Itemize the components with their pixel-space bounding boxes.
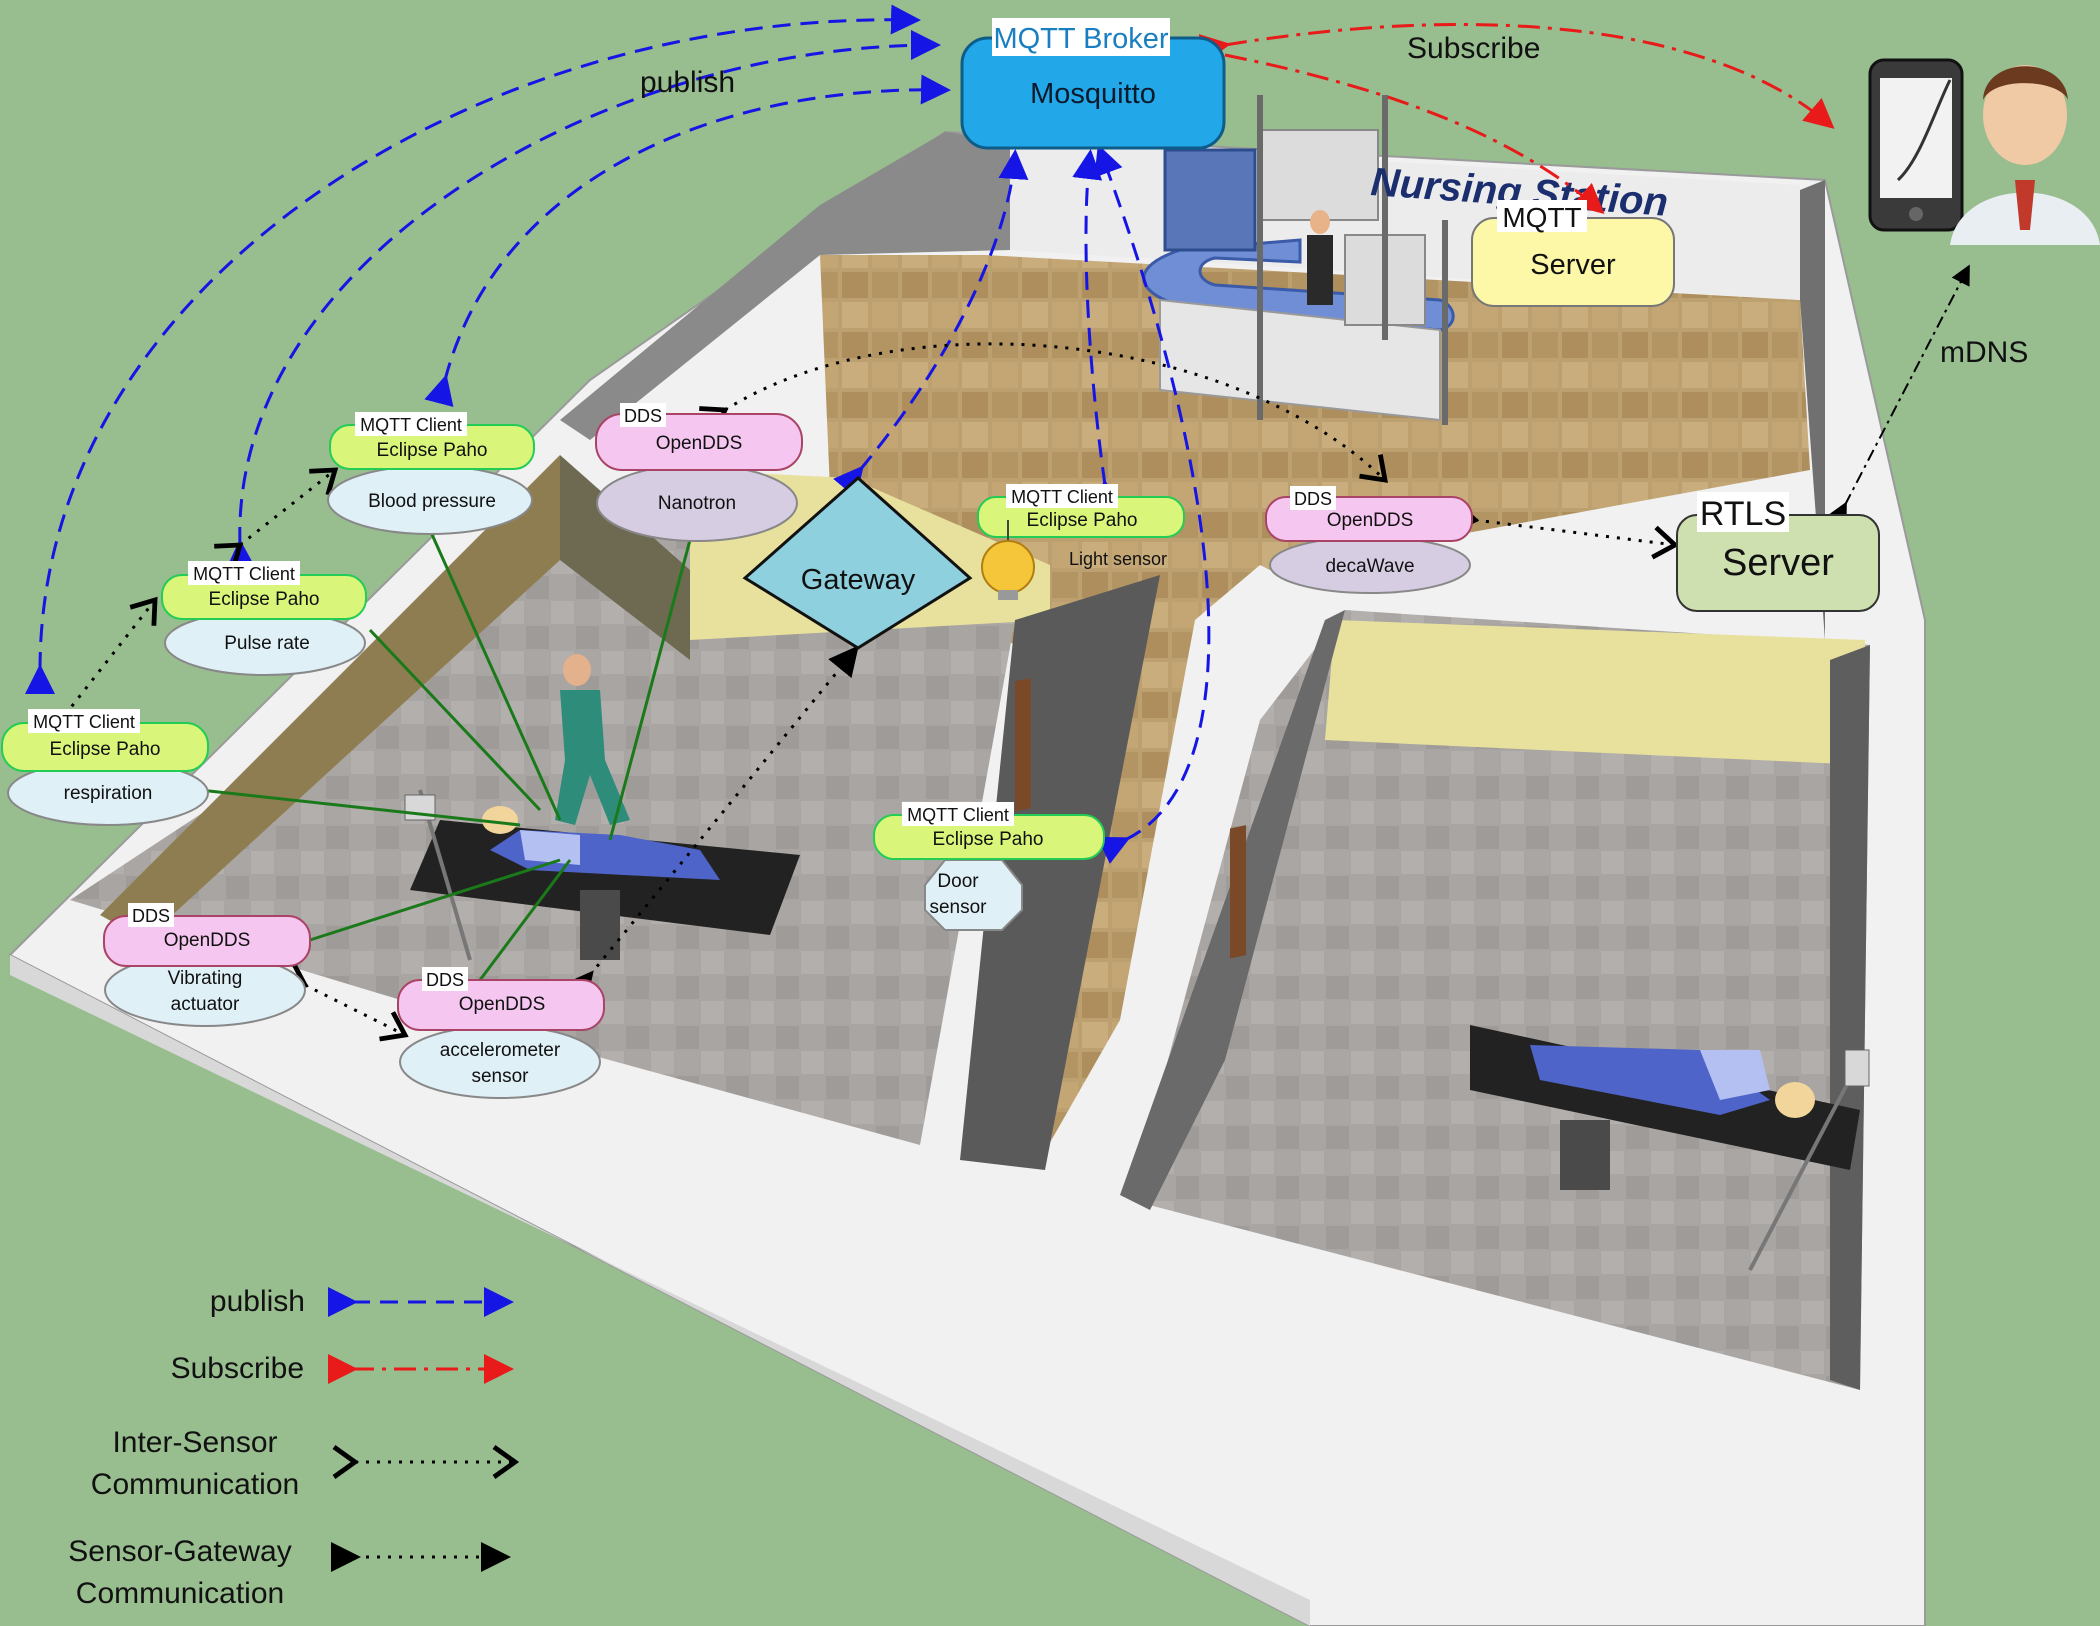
doctor-avatar xyxy=(1950,65,2100,245)
accel-sensor-line1: accelerometer xyxy=(440,1040,561,1061)
broker-name: Mosquitto xyxy=(1030,78,1156,110)
nursing-station-desk xyxy=(1142,95,1455,425)
broker-title: MQTT Broker xyxy=(993,23,1168,55)
legend-sensor-gateway-2: Communication xyxy=(76,1577,284,1610)
node-nanotron: DDS OpenDDS Nanotron xyxy=(595,403,803,542)
decawave-sensor: decaWave xyxy=(1325,556,1414,577)
nanotron-tag: DDS xyxy=(624,406,662,426)
legend-inter-sensor-2: Communication xyxy=(91,1468,299,1501)
right-room-side-wall xyxy=(1830,645,1870,1390)
nanotron-sensor: Nanotron xyxy=(658,493,736,514)
door-tag: MQTT Client xyxy=(907,805,1009,825)
legend-inter-sensor-1: Inter-Sensor xyxy=(112,1426,277,1459)
right-bed xyxy=(1470,1025,1870,1271)
legend-publish-label: publish xyxy=(210,1285,305,1318)
mdns-label: mDNS xyxy=(1940,336,2028,369)
door-name: Eclipse Paho xyxy=(933,829,1044,850)
bp-tag: MQTT Client xyxy=(360,415,462,435)
light-name: Eclipse Paho xyxy=(1027,510,1138,531)
node-blood-pressure: MQTT Client Eclipse Paho Blood pressure xyxy=(327,412,535,535)
node-door-sensor: MQTT Client Eclipse Paho Door sensor xyxy=(873,802,1105,931)
rtls-server-box: RTLS Server xyxy=(1676,492,1880,612)
node-accelerometer: DDS OpenDDS accelerometer sensor xyxy=(397,967,605,1099)
accel-sensor-line2: sensor xyxy=(471,1066,529,1087)
light-sensor-label: Light sensor xyxy=(1069,549,1167,569)
node-decawave: DDS OpenDDS decaWave xyxy=(1265,486,1473,594)
resp-tag: MQTT Client xyxy=(33,712,135,732)
publish-label: publish xyxy=(640,66,735,99)
accel-tag: DDS xyxy=(426,970,464,990)
pulse-name: Eclipse Paho xyxy=(209,589,320,610)
arrow-vibrating-accel xyxy=(279,961,409,1042)
legend: publish Subscribe Inter-Sensor Communica… xyxy=(68,1285,520,1610)
pulse-tag: MQTT Client xyxy=(193,564,295,584)
door-left xyxy=(1015,678,1031,812)
gateway-label: Gateway xyxy=(801,564,916,596)
node-light-sensor: MQTT Client Eclipse Paho Light sensor xyxy=(977,484,1185,600)
doctor-tablet-icon xyxy=(1868,58,2100,245)
door-sensor-line1: Door xyxy=(937,871,979,892)
sensor-gateway-arrows xyxy=(563,645,859,1004)
arrow-broker-to-doctor xyxy=(1198,22,1835,129)
pulse-sensor: Pulse rate xyxy=(224,633,310,654)
mdns-arrow xyxy=(1828,264,1970,524)
outer-wall-front xyxy=(10,955,1310,1626)
light-tag: MQTT Client xyxy=(1011,487,1113,507)
mqtt-server-name: Server xyxy=(1530,249,1616,281)
door-sensor-line2: sensor xyxy=(929,897,987,918)
resp-sensor: respiration xyxy=(64,783,153,804)
vibrating-sensor-line1: Vibrating xyxy=(168,968,243,989)
vibrating-name: OpenDDS xyxy=(164,930,251,951)
mqtt-server-box: MQTT Server xyxy=(1471,200,1675,307)
node-respiration: MQTT Client Eclipse Paho respiration xyxy=(1,709,209,826)
arrow-accel-gateway xyxy=(563,645,859,1004)
yellow-wall-right xyxy=(1325,620,1865,765)
right-room-floor xyxy=(1130,610,1870,1390)
arrow-bp-to-broker xyxy=(424,74,951,408)
mqtt-server-title: MQTT xyxy=(1502,202,1581,233)
legend-sensor-gateway-1: Sensor-Gateway xyxy=(68,1535,291,1568)
vibrating-tag: DDS xyxy=(132,906,170,926)
decawave-tag: DDS xyxy=(1294,489,1332,509)
legend-subscribe-label: Subscribe xyxy=(171,1352,304,1385)
subscribe-label: Subscribe xyxy=(1407,32,1540,65)
rtls-title: RTLS xyxy=(1700,495,1786,533)
subscribe-arrows xyxy=(1198,22,1835,214)
bp-name: Eclipse Paho xyxy=(377,440,488,461)
accel-name: OpenDDS xyxy=(459,994,546,1015)
arrow-door-to-broker xyxy=(1094,144,1211,864)
arrow-decawave-rtls xyxy=(1451,500,1680,560)
decawave-name: OpenDDS xyxy=(1327,510,1414,531)
nanotron-name: OpenDDS xyxy=(656,433,743,454)
gateway-diamond: Gateway xyxy=(742,475,973,650)
arrow-broker-to-mqtt-server xyxy=(1224,53,1605,214)
door-right xyxy=(1230,825,1246,959)
mqtt-broker-box: MQTT Broker Mosquitto xyxy=(960,18,1226,150)
arrow-pulse-bp xyxy=(214,467,339,571)
inter-sensor-arrows xyxy=(39,342,1680,1042)
bp-sensor: Blood pressure xyxy=(368,491,496,512)
resp-name: Eclipse Paho xyxy=(50,739,161,760)
light-bulb-icon xyxy=(981,520,1035,600)
node-vibrating-actuator: DDS OpenDDS Vibrating actuator xyxy=(103,903,311,1027)
vibrating-sensor-line2: actuator xyxy=(171,994,240,1015)
arrow-resp-pulse xyxy=(39,596,158,741)
node-pulse-rate: MQTT Client Eclipse Paho Pulse rate xyxy=(161,561,367,676)
rtls-name: Server xyxy=(1722,542,1834,584)
